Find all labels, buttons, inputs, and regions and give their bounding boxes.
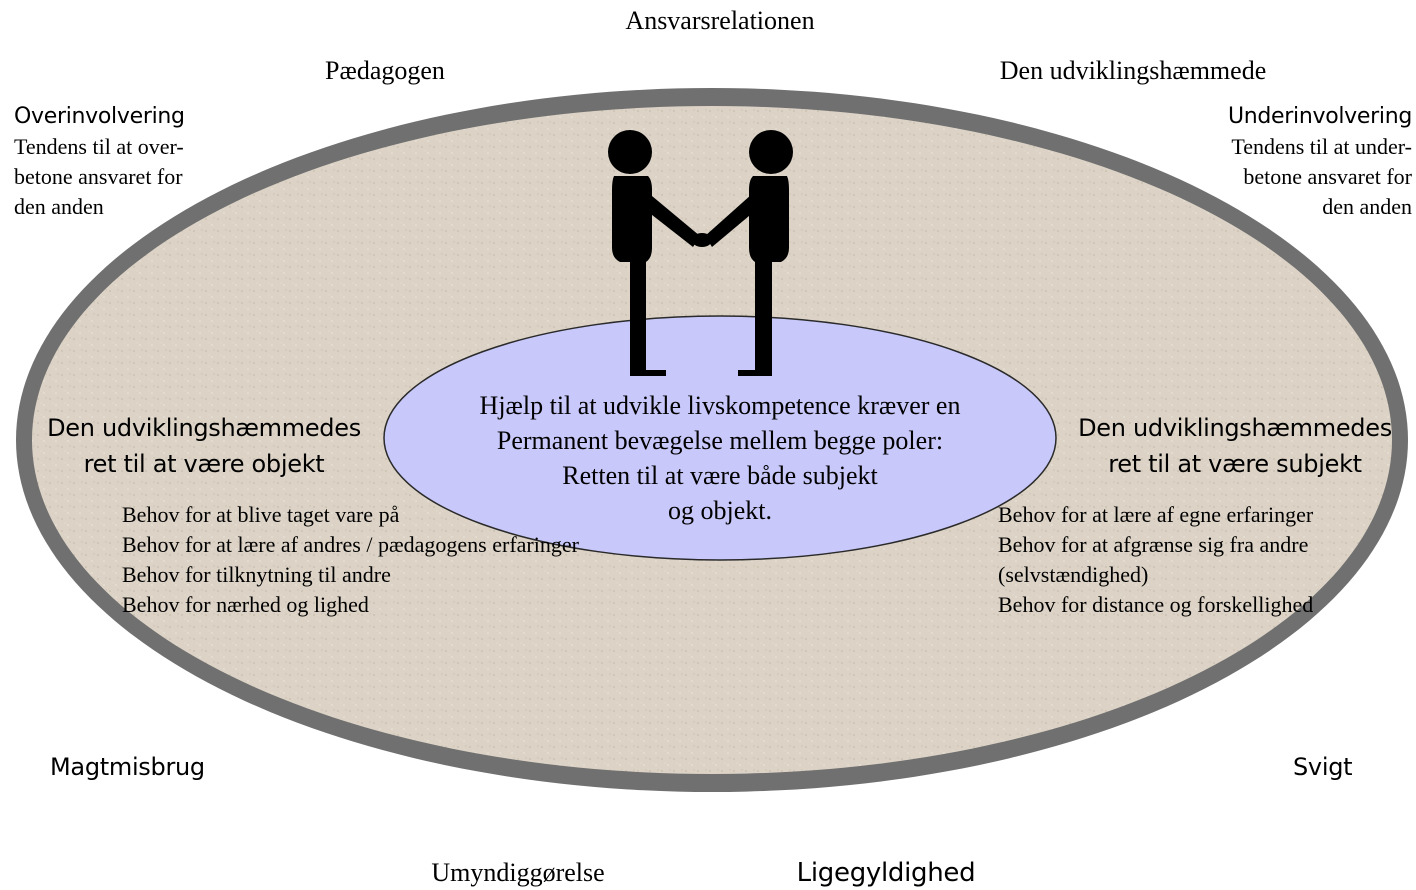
overinvolvement-line: den anden [14, 194, 104, 219]
incapacitation-label: Umyndiggørelse [431, 858, 605, 887]
object-pole-heading: Den udviklingshæmmedes ret til at være o… [47, 410, 361, 482]
list-item: Behov for at afgrænse sig fra andre [998, 532, 1309, 557]
subject-pole-heading-line: ret til at være subjekt [1108, 450, 1362, 478]
list-item: Behov for at lære af andres / pædagogens… [122, 532, 579, 557]
list-item: Behov for distance og forskellighed [998, 592, 1314, 617]
overinvolvement-line: betone ansvaret for [14, 164, 183, 189]
underinvolvement-heading: Underinvolvering [1227, 104, 1412, 129]
indifference-label: Ligegyldighed [796, 858, 976, 888]
subject-needs-list: Behov for at lære af egne erfaringer Beh… [998, 500, 1313, 620]
diagram-title: Ansvarsrelationen [625, 6, 815, 35]
inner-ellipse [383, 315, 1057, 561]
left-party-label: Pædagogen [325, 56, 445, 85]
center-line: og objekt. [668, 496, 772, 525]
underinvolvement-block: Underinvolvering Tendens til at under- b… [1228, 102, 1412, 222]
abuse-of-power-label: Magtmisbrug [50, 753, 205, 781]
list-item: Behov for at blive taget vare på [122, 502, 400, 527]
right-party-label: Den udviklingshæmmede [999, 56, 1267, 85]
object-pole-heading-line: Den udviklingshæmmedes [47, 414, 361, 442]
object-needs-list: Behov for at blive taget vare på Behov f… [122, 500, 579, 620]
subject-pole-heading: Den udviklingshæmmedes ret til at være s… [1078, 410, 1392, 482]
list-item: Behov for nærhed og lighed [122, 592, 369, 617]
underinvolvement-line: den anden [1322, 194, 1412, 219]
underinvolvement-line: betone ansvaret for [1243, 164, 1412, 189]
center-statement: Hjælp til at udvikle livskompetence kræv… [480, 388, 961, 528]
overinvolvement-heading: Overinvolvering [14, 104, 185, 129]
subject-pole-heading-line: Den udviklingshæmmedes [1078, 414, 1392, 442]
object-pole-heading-line: ret til at være objekt [83, 450, 325, 478]
underinvolvement-line: Tendens til at under- [1231, 134, 1412, 159]
overinvolvement-line: Tendens til at over- [14, 134, 184, 159]
center-line: Permanent bevægelse mellem begge poler: [496, 426, 944, 455]
list-item: (selvstændighed) [998, 562, 1149, 587]
overinvolvement-block: Overinvolvering Tendens til at over- bet… [14, 102, 185, 222]
handshake-figures-icon [608, 130, 793, 376]
center-line: Retten til at være både subjekt [562, 461, 878, 490]
list-item: Behov for tilknytning til andre [122, 562, 391, 587]
list-item: Behov for at lære af egne erfaringer [998, 502, 1314, 527]
betrayal-label: Svigt [1293, 753, 1353, 781]
center-line: Hjælp til at udvikle livskompetence kræv… [479, 391, 961, 420]
